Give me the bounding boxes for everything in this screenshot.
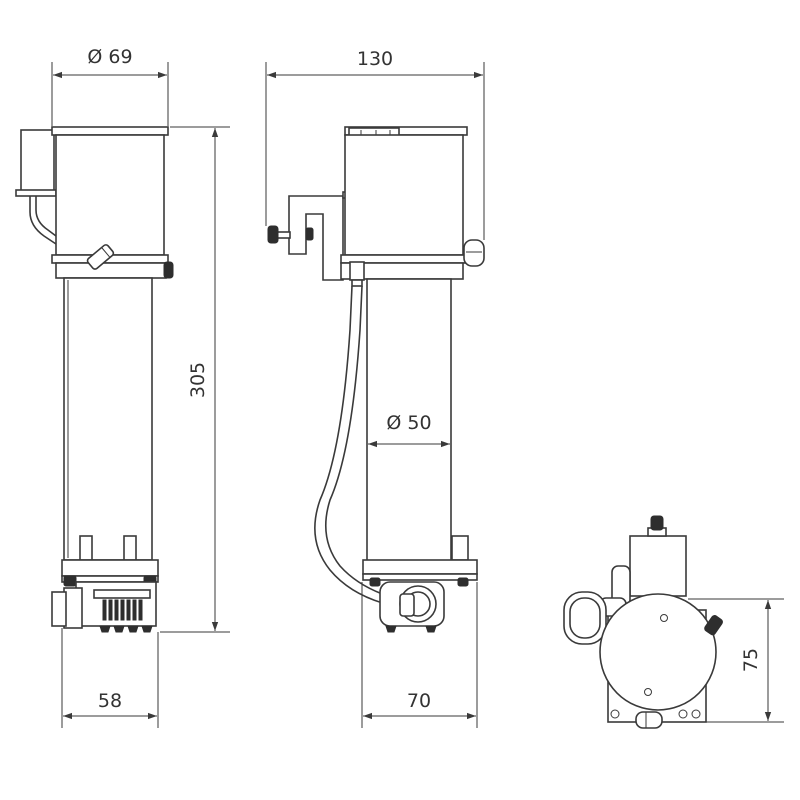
dimension-footprint-height: [688, 598, 784, 723]
dimension-base-depth-right: [361, 582, 478, 728]
dimension-top-diameter: [51, 62, 169, 126]
label-base-depth-left: 58: [98, 690, 122, 712]
label-overall-height: 305: [187, 362, 209, 398]
side-view-left: [15, 126, 174, 633]
label-base-depth-right: 70: [407, 690, 431, 712]
dimension-overall-width: [265, 62, 485, 240]
pump-grille: [102, 599, 143, 621]
label-overall-width: 130: [357, 48, 393, 70]
label-top-diameter: Ø 69: [87, 46, 132, 68]
label-footprint-height: 75: [740, 648, 762, 672]
dimension-overall-height: [160, 126, 230, 633]
dimension-base-depth-left: [61, 628, 159, 728]
front-view-middle: [267, 126, 485, 633]
top-view-right: [563, 515, 723, 729]
label-tube-diameter: Ø 50: [386, 412, 431, 434]
